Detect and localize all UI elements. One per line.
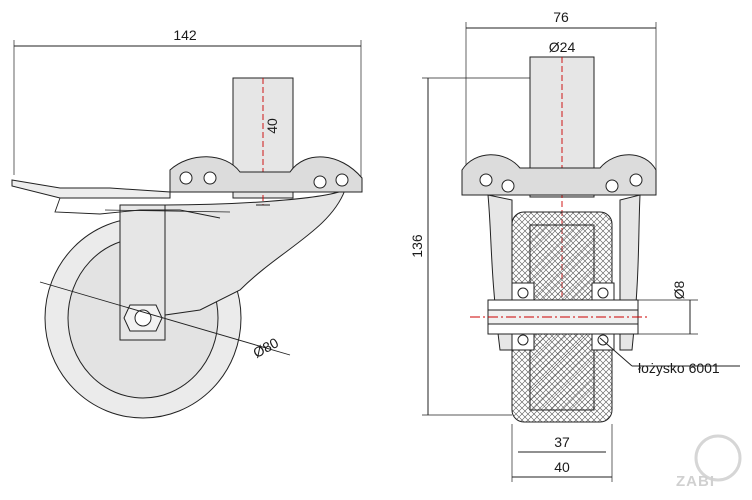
dim-40-label: 40 bbox=[264, 118, 280, 134]
zabi-logo: ZABI bbox=[676, 434, 742, 490]
side-view bbox=[11, 40, 363, 419]
fork-body bbox=[164, 189, 346, 316]
bearing-label: łożysko 6001 bbox=[638, 360, 720, 376]
dim-8-label: Ø8 bbox=[671, 280, 687, 299]
dim-136-label: 136 bbox=[409, 234, 425, 258]
dim-142-label: 142 bbox=[173, 27, 197, 43]
bearing-leader bbox=[599, 337, 633, 367]
logo-text: ZABI bbox=[676, 473, 715, 490]
dim-24-label: Ø24 bbox=[549, 39, 576, 55]
dim-76-label: 76 bbox=[553, 9, 569, 25]
dim-37-label: 37 bbox=[554, 434, 570, 450]
dim-40-front-label: 40 bbox=[554, 459, 570, 475]
brake-pedal bbox=[11, 179, 171, 199]
front-view bbox=[422, 22, 740, 482]
dim-80-label: Ø80 bbox=[250, 334, 281, 361]
dim-line-80 bbox=[39, 281, 291, 356]
